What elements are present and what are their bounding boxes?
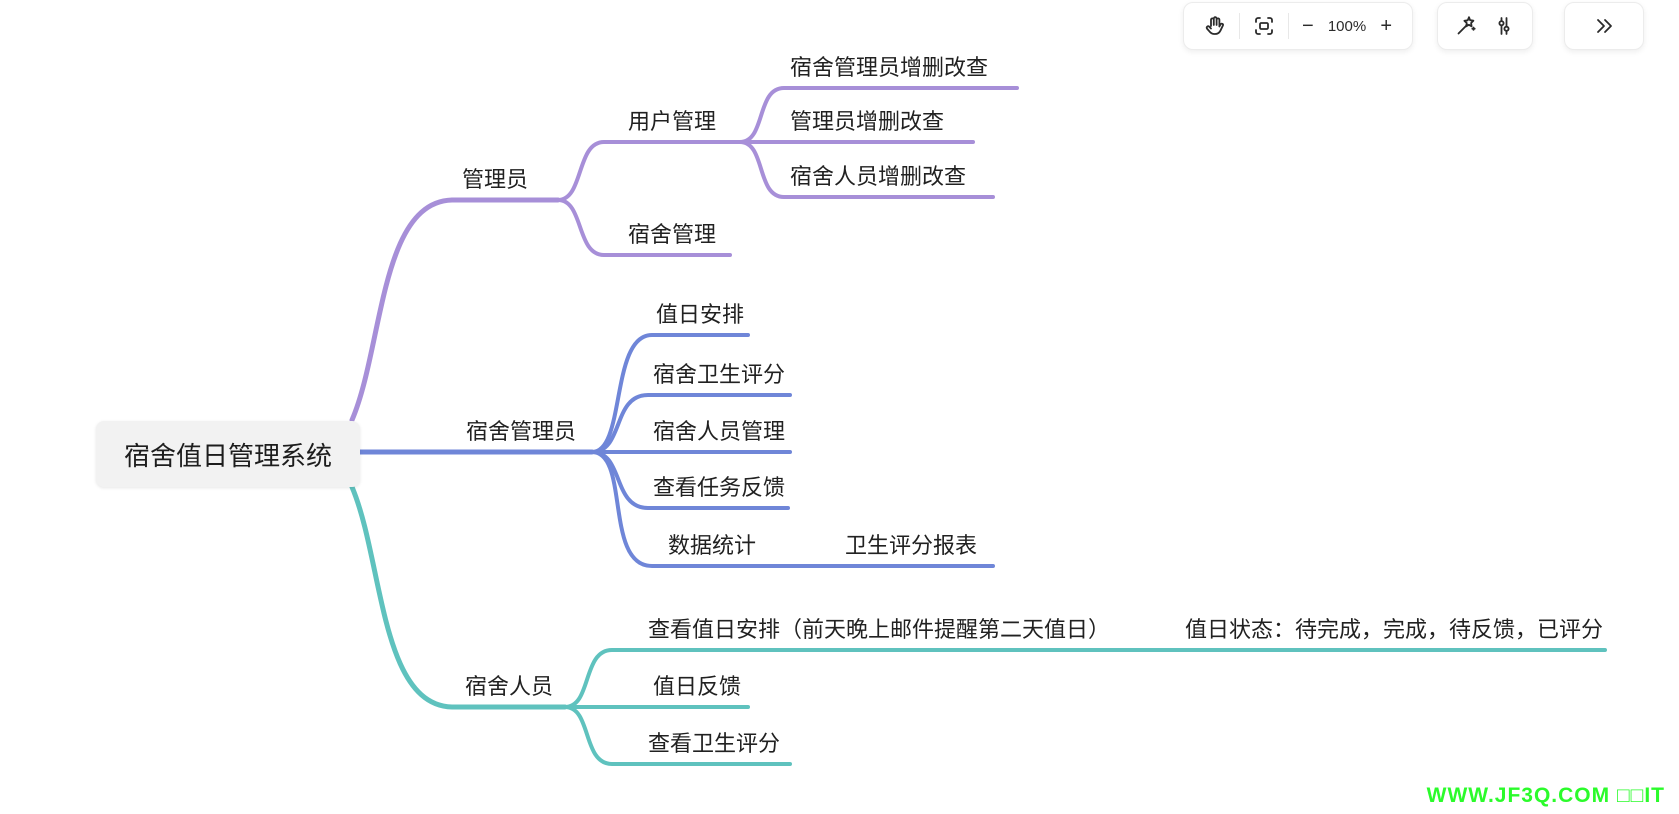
minus-icon: − xyxy=(1301,15,1314,37)
node-user-management[interactable]: 用户管理 xyxy=(628,109,717,134)
node-view-hygiene-score[interactable]: 查看卫生评分 xyxy=(648,731,781,756)
magic-wand-icon xyxy=(1457,16,1476,35)
node-admin[interactable]: 管理员 xyxy=(462,167,529,192)
hand-icon xyxy=(1205,16,1224,35)
watermark: WWW.JF3Q.COM □□IT xyxy=(1426,784,1665,807)
node-data-statistics[interactable]: 数据统计 xyxy=(668,533,757,558)
node-dorm-admin-crud[interactable]: 宿舍管理员增删改查 xyxy=(790,55,989,80)
sliders-icon xyxy=(1498,17,1510,35)
zoom-level[interactable]: 100% xyxy=(1327,17,1367,35)
node-root[interactable]: 宿舍值日管理系统 xyxy=(96,421,360,487)
toolbar-view-controls: − 100% + xyxy=(1183,2,1413,50)
toolbar-tools xyxy=(1437,2,1533,50)
node-dorm-member-crud[interactable]: 宿舍人员增删改查 xyxy=(790,164,967,189)
settings-button[interactable] xyxy=(1485,7,1523,45)
node-hygiene-report[interactable]: 卫生评分报表 xyxy=(845,533,978,558)
node-view-task-feedback[interactable]: 查看任务反馈 xyxy=(653,475,786,500)
zoom-out-button[interactable]: − xyxy=(1294,7,1322,45)
node-member-management[interactable]: 宿舍人员管理 xyxy=(653,419,786,444)
toolbar-separator xyxy=(1238,13,1240,39)
fit-view-button[interactable] xyxy=(1245,7,1283,45)
ai-assist-button[interactable] xyxy=(1447,7,1485,45)
toolbar-collapse xyxy=(1564,2,1644,50)
node-duty-schedule[interactable]: 值日安排 xyxy=(656,302,745,327)
node-hygiene-scoring[interactable]: 宿舍卫生评分 xyxy=(653,362,786,387)
pan-button[interactable] xyxy=(1196,7,1234,45)
zoom-in-button[interactable]: + xyxy=(1372,7,1400,45)
node-duty-feedback[interactable]: 值日反馈 xyxy=(653,674,742,699)
frame-center-icon xyxy=(1254,17,1273,35)
collapse-panel-button[interactable] xyxy=(1585,7,1623,45)
node-dorm-management[interactable]: 宿舍管理 xyxy=(628,222,717,247)
node-duty-status[interactable]: 值日状态：待完成，完成，待反馈，已评分 xyxy=(1185,617,1604,642)
node-dorm-member[interactable]: 宿舍人员 xyxy=(465,674,554,699)
node-dorm-admin[interactable]: 宿舍管理员 xyxy=(466,419,577,444)
double-chevron-right-icon xyxy=(1597,19,1612,33)
toolbar-separator xyxy=(1287,13,1289,39)
node-admin-crud[interactable]: 管理员增删改查 xyxy=(790,109,945,134)
node-view-duty-schedule[interactable]: 查看值日安排（前天晚上邮件提醒第二天值日） xyxy=(648,617,1111,642)
plus-icon: + xyxy=(1380,15,1393,37)
